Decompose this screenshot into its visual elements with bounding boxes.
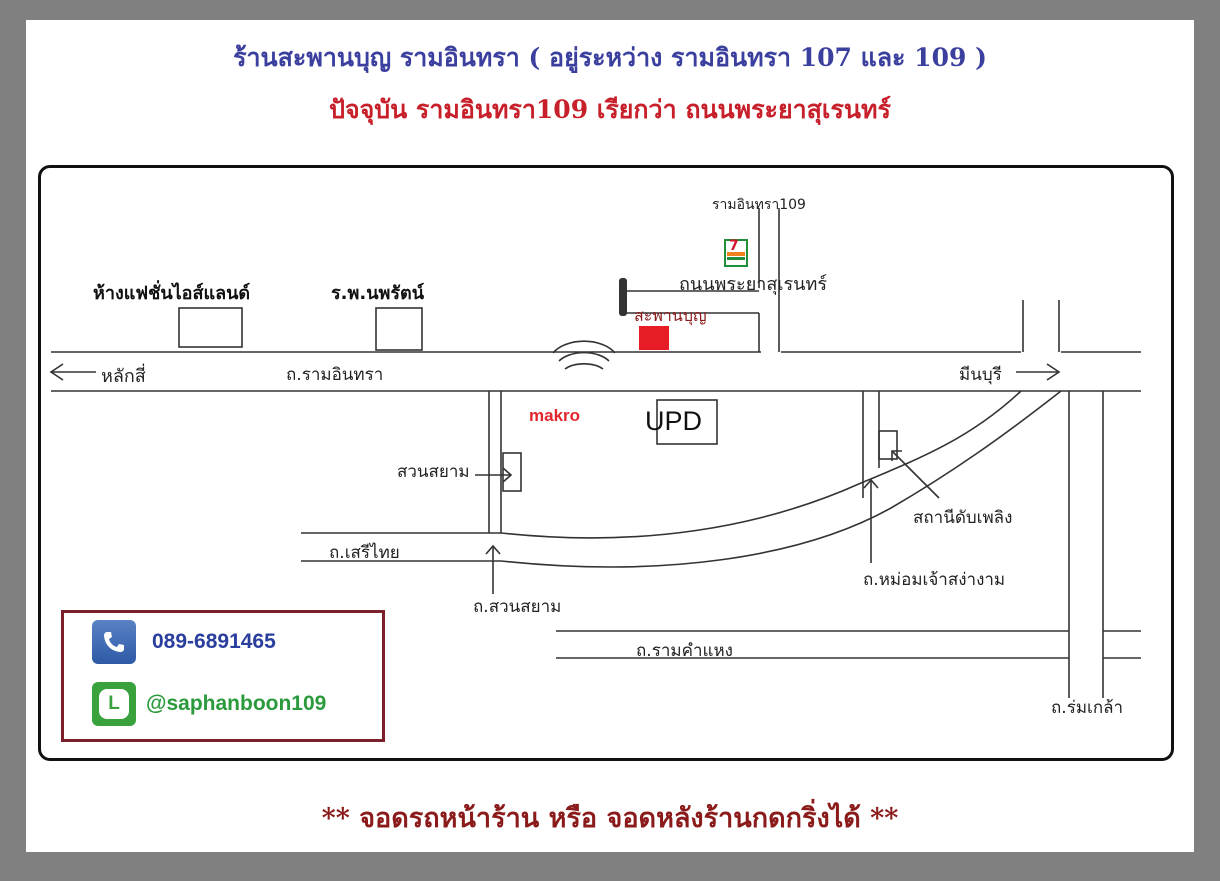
label-fire-station: สถานีดับเพลิง: [913, 508, 1013, 528]
arrow-fire-station-head: [891, 450, 902, 461]
label-lak-si: หลักสี่: [101, 366, 146, 387]
overpass-arc-1: [552, 340, 616, 354]
page-title: ร้านสะพานบุญ รามอินทรา ( อยู่ระหว่าง ราม…: [233, 43, 987, 72]
building-upd: [656, 399, 718, 445]
label-mom-chao: ถ.หม่อมเจ้าสง่างาม: [863, 570, 1006, 590]
label-min-buri: มีนบุรี: [959, 365, 1002, 385]
map: รามอินทรา109 7 ถนนพระยาสุเรนทร์ สะพานบุญ…: [38, 165, 1174, 761]
overpass-arc-2: [558, 351, 610, 362]
page-subtitle: ปัจจุบัน รามอินทรา109 เรียกว่า ถนนพระยาส…: [329, 95, 891, 124]
arrow-suan-siam-road-head: [485, 544, 501, 555]
road-network: [49, 208, 1141, 698]
contact-line-row[interactable]: L @saphanboon109: [92, 681, 326, 727]
label-hospital: ร.พ.นพรัตน์: [331, 283, 425, 304]
arrow-suan-siam-head: [502, 467, 513, 483]
arrow-mom-chao-head: [863, 478, 879, 489]
road-mom-chao-curve-north: [500, 390, 1022, 539]
label-shop: สะพานบุญ: [634, 306, 707, 325]
arrow-fire-station-line: [891, 450, 940, 499]
arrow-min-buri-head: [1046, 363, 1061, 381]
building-fire-station: [878, 430, 898, 460]
contact-phone-row[interactable]: 089-6891465: [92, 619, 276, 665]
map-card: ร้านสะพานบุญ รามอินทรา ( อยู่ระหว่าง ราม…: [26, 20, 1194, 852]
label-upd: UPD: [645, 406, 703, 436]
label-phraya-suren: ถนนพระยาสุเรนทร์: [679, 274, 828, 295]
road-mom-chao-curve-south: [500, 390, 1062, 568]
seven-eleven-icon: [724, 239, 748, 267]
overpass-arc-3: [564, 362, 604, 370]
building-suan-siam: [502, 452, 522, 492]
label-ramkhamhaeng: ถ.รามคำแหง: [636, 641, 733, 661]
label-seven-eleven: 7: [729, 238, 739, 254]
building-fashion-island: [178, 307, 243, 348]
shop-location-marker: [639, 326, 669, 350]
label-ramintra109: รามอินทรา109: [712, 197, 806, 213]
phone-number[interactable]: 089-6891465: [152, 630, 276, 653]
label-suan-siam-road: ถ.สวนสยาม: [473, 597, 562, 617]
line-app-icon[interactable]: L: [92, 682, 136, 726]
arrow-lak-si-head: [49, 363, 64, 381]
makro-logo: makro: [529, 406, 581, 425]
label-fashion-island: ห้างแฟชั่นไอส์แลนด์: [93, 283, 251, 304]
label-ramintra-road: ถ.รามอินทรา: [286, 365, 384, 385]
shop-bar-marker: [619, 278, 627, 316]
label-seri-thai: ถ.เสรีไทย: [329, 543, 400, 563]
parking-note: ** จอดรถหน้าร้าน หรือ จอดหลังร้านกดกริ่ง…: [321, 803, 899, 834]
line-logo-letter: L: [99, 689, 129, 719]
line-id[interactable]: @saphanboon109: [146, 692, 327, 715]
contact-box: 089-6891465 L @saphanboon109: [61, 610, 385, 742]
building-hospital: [375, 307, 423, 351]
phone-icon[interactable]: [92, 620, 136, 664]
label-rom-klao: ถ.ร่มเกล้า: [1051, 698, 1124, 718]
label-suan-siam: สวนสยาม: [397, 462, 470, 482]
